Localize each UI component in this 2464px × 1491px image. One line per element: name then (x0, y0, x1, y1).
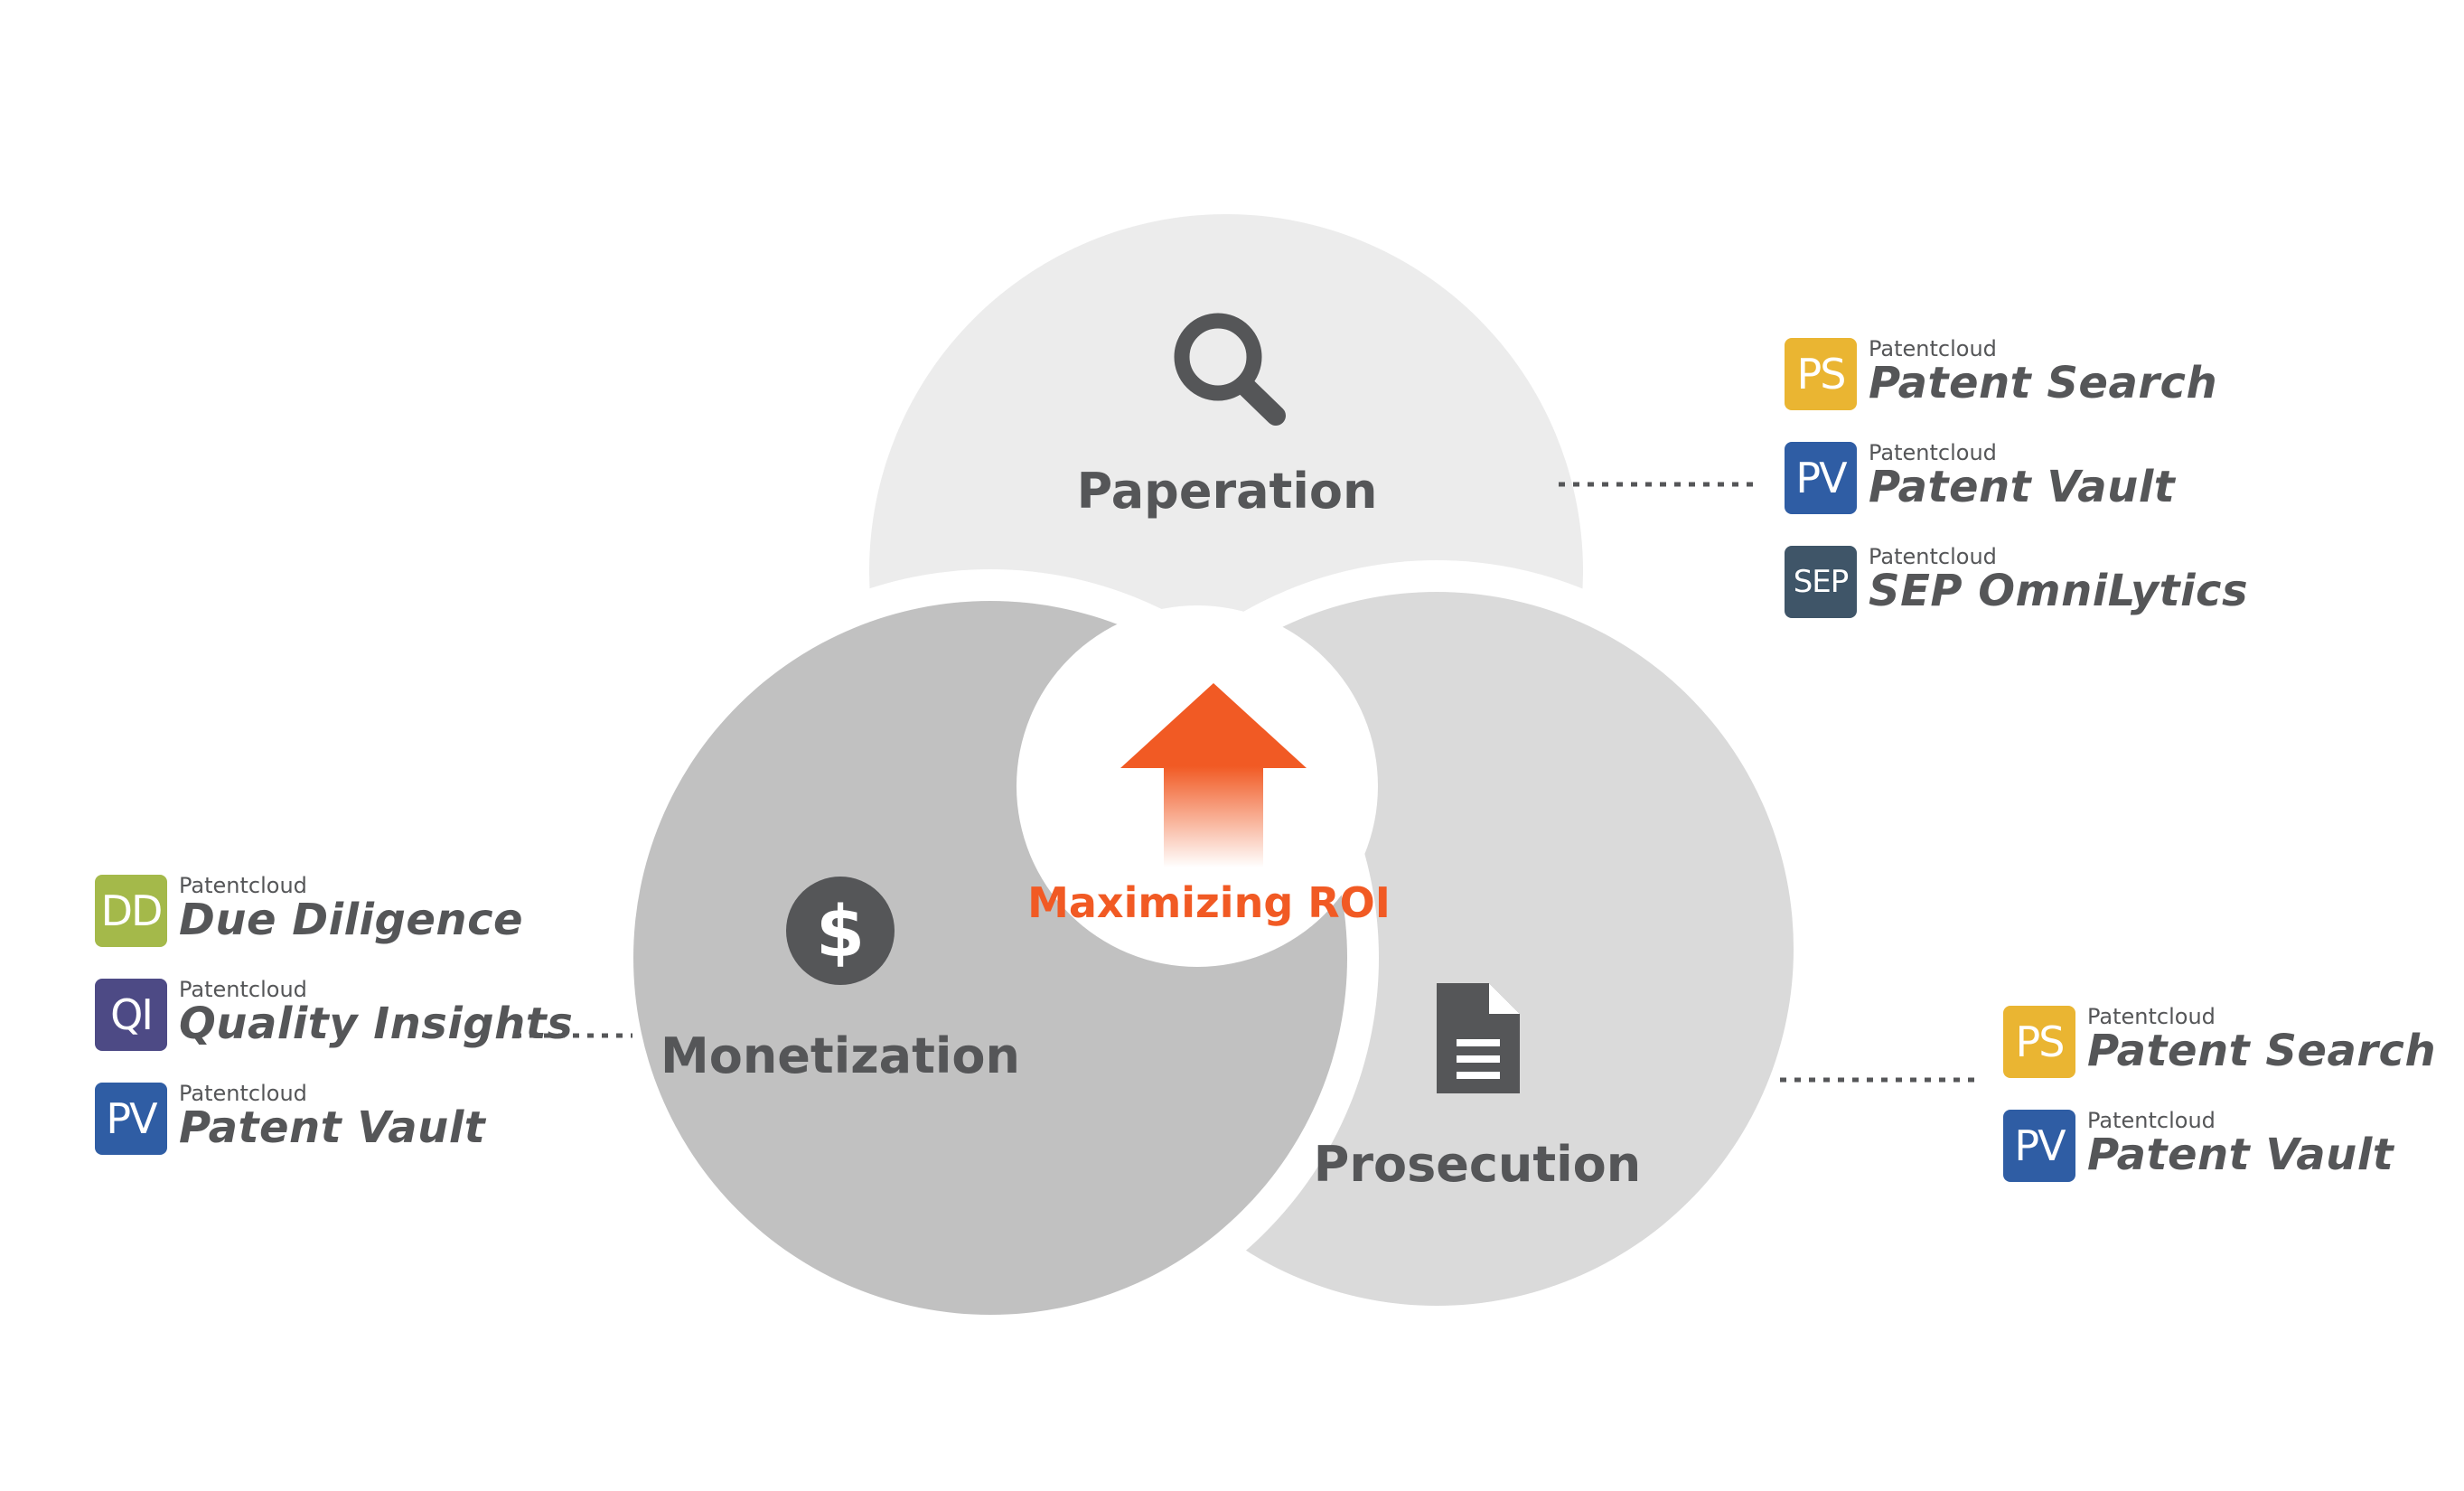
prosecution-label: Prosecution (1314, 1136, 1641, 1193)
product-name: Patent Search (2087, 1026, 2437, 1076)
magnifier-icon (1174, 313, 1286, 426)
product-brand: Patentcloud (2087, 1108, 2216, 1133)
product-brand: Patentcloud (2087, 1004, 2216, 1029)
product-name: Patent Vault (2087, 1130, 2394, 1180)
product-name: Due Diligence (179, 895, 524, 945)
product-logo-pv: PV (2003, 1110, 2075, 1182)
product-brand: Patentcloud (179, 873, 307, 898)
svg-text:$: $ (816, 892, 865, 973)
document-icon (1437, 983, 1520, 1093)
center-label: Maximizing ROI (1027, 878, 1391, 927)
product-brand: Patentcloud (179, 1081, 307, 1106)
product-brand: Patentcloud (1869, 336, 1997, 361)
paperation-label: Paperation (1077, 463, 1378, 520)
arrow-up-icon (1120, 683, 1307, 867)
product-name: Patent Search (1869, 358, 2218, 408)
product-logo-ps: PS (1785, 338, 1857, 410)
product-logo-pv: PV (1785, 442, 1857, 514)
product-logo-pv: PV (95, 1083, 167, 1155)
product-logo-ps: PS (2003, 1006, 2075, 1078)
product-logo-sep: SEP (1785, 546, 1857, 618)
product-brand: Patentcloud (1869, 440, 1997, 465)
product-name: Quality Insights (179, 999, 574, 1049)
product-logo-dd: DD (95, 875, 167, 947)
product-name: Patent Vault (1869, 462, 2176, 512)
product-name: Patent Vault (179, 1102, 486, 1153)
product-brand: Patentcloud (179, 977, 307, 1002)
product-logo-qi: QI (95, 979, 167, 1051)
monetization-label: Monetization (661, 1027, 1020, 1084)
product-brand: Patentcloud (1869, 544, 1997, 569)
product-name: SEP OmniLytics (1869, 566, 2249, 616)
dollar-coin-icon: $ (786, 877, 895, 985)
